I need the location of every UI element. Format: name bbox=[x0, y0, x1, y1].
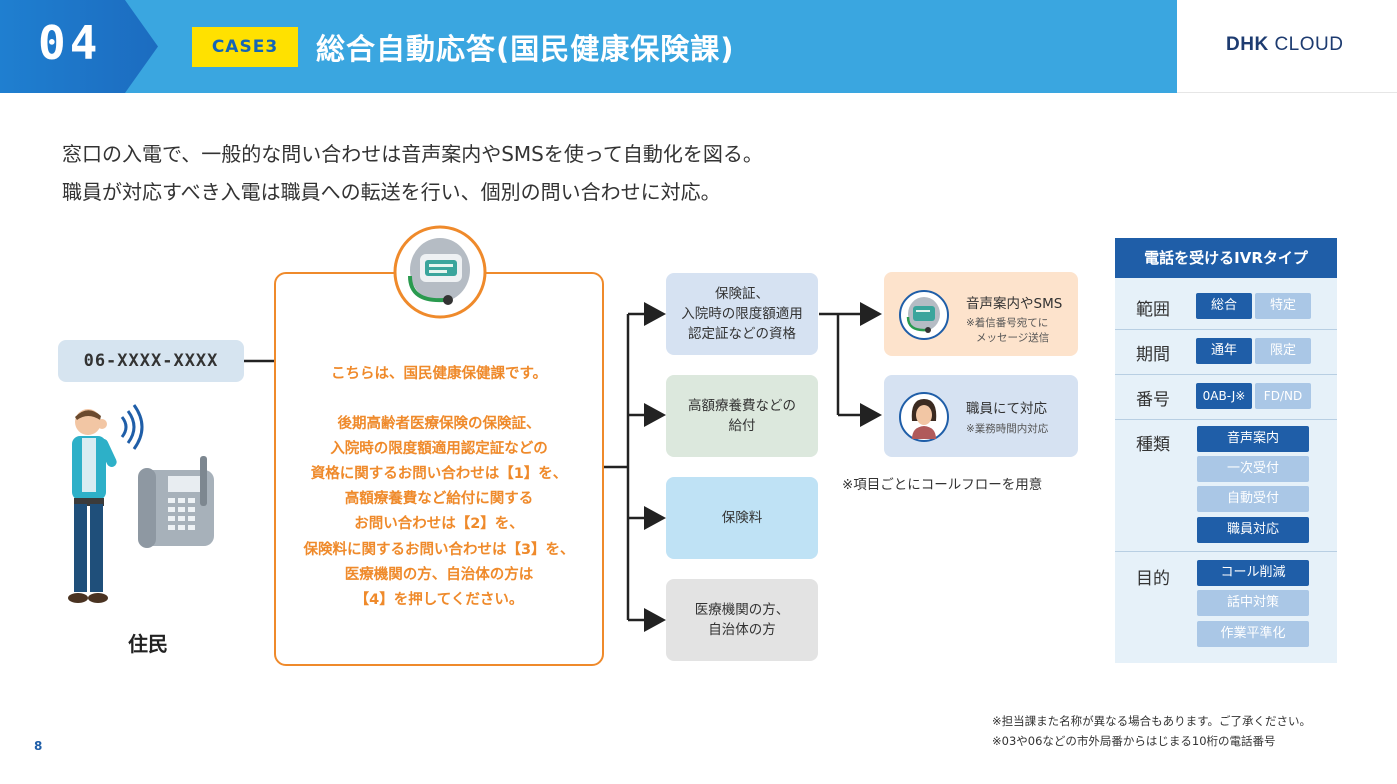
ivr-divider bbox=[1115, 374, 1337, 375]
page-number: 8 bbox=[34, 739, 43, 753]
guidance-line-9: 医療機関の方、自治体の方は bbox=[344, 567, 534, 583]
brand-logo: DHK CLOUD bbox=[1226, 34, 1344, 55]
ivr-chip-period-year: 通年 bbox=[1196, 338, 1252, 364]
guidance-line-7: お問い合わせは【2】を、 bbox=[354, 516, 524, 532]
result-voice-sms-label: 音声案内やSMS bbox=[966, 296, 1063, 312]
ivr-chip-type-auto: 自動受付 bbox=[1197, 486, 1309, 512]
guidance-line-6: 高額療養費など給付に関する bbox=[344, 491, 534, 507]
case-badge: CASE3 bbox=[192, 27, 298, 67]
resident-label: 住民 bbox=[128, 632, 168, 656]
menu-option-3: 保険料 bbox=[666, 477, 818, 559]
footnote-1: ※担当課また名称が異なる場合もあります。ご了承ください。 bbox=[992, 714, 1311, 728]
ivr-divider bbox=[1115, 329, 1337, 330]
result-voice-sms-note-2: メッセージ送信 bbox=[976, 332, 1050, 344]
ivr-chip-scope-general: 総合 bbox=[1196, 293, 1252, 319]
result-staff-label: 職員にて対応 bbox=[966, 401, 1047, 417]
ivr-chip-purpose-busy: 話中対策 bbox=[1197, 590, 1309, 616]
ivr-chip-purpose-level: 作業平準化 bbox=[1197, 621, 1309, 647]
robot-operator-icon bbox=[899, 290, 949, 340]
guidance-line-4: 入院時の限度額適用認定証などの bbox=[330, 441, 548, 457]
resident-caller-illustration bbox=[68, 404, 214, 603]
ivr-label-type: 種類 bbox=[1136, 435, 1170, 455]
ivr-label-number: 番号 bbox=[1136, 390, 1170, 410]
ivr-chip-type-voice: 音声案内 bbox=[1197, 426, 1309, 452]
ivr-divider bbox=[1115, 419, 1337, 420]
ivr-label-purpose: 目的 bbox=[1136, 569, 1170, 589]
ivr-chip-type-primary: 一次受付 bbox=[1197, 456, 1309, 482]
guidance-line-3: 後期高齢者医療保険の保険証、 bbox=[337, 416, 541, 432]
ivr-chip-number-fdnd: FD/ND bbox=[1255, 383, 1311, 409]
menu-option-2: 高額療養費などの給付 bbox=[666, 375, 818, 457]
header-divider bbox=[1177, 92, 1397, 93]
ivr-chip-purpose-reduce: コール削減 bbox=[1197, 560, 1309, 586]
menu-option-4: 医療機関の方、自治体の方 bbox=[666, 579, 818, 661]
call-flow-note: ※項目ごとにコールフローを用意 bbox=[842, 477, 1043, 493]
guidance-line-5: 資格に関するお問い合わせは【1】を、 bbox=[310, 466, 568, 482]
section-number-tab bbox=[0, 0, 158, 93]
caller-phone-number: 06-XXXX-XXXX bbox=[58, 340, 244, 382]
guidance-line-10: 【4】を押してください。 bbox=[354, 592, 524, 608]
footnote-2: ※03や06などの市外局番からはじまる10桁の電話番号 bbox=[992, 734, 1276, 748]
robot-operator-icon bbox=[393, 225, 487, 319]
guidance-line-1: こちらは、国民健康保健課です。 bbox=[330, 366, 548, 382]
page-title: 総合自動応答(国民健康保険課) bbox=[316, 32, 735, 66]
ivr-chip-period-limited: 限定 bbox=[1255, 338, 1311, 364]
guidance-line-8: 保険料に関するお問い合わせは【3】を、 bbox=[303, 542, 575, 558]
result-voice-sms-note-1: ※着信番号宛てに bbox=[966, 317, 1049, 329]
result-staff-note: ※業務時間内対応 bbox=[966, 423, 1049, 435]
ivr-divider bbox=[1115, 551, 1337, 552]
intro-line-2: 職員が対応すべき入電は職員への転送を行い、個別の問い合わせに対応。 bbox=[62, 180, 721, 204]
ivr-chip-scope-specific: 特定 bbox=[1255, 293, 1311, 319]
ivr-chip-number-0abj: 0AB-J※ bbox=[1196, 383, 1252, 409]
menu-option-1: 保険証、入院時の限度額適用認定証などの資格 bbox=[666, 273, 818, 355]
ivr-chip-type-staff: 職員対応 bbox=[1197, 517, 1309, 543]
section-number: 04 bbox=[38, 16, 102, 70]
ivr-type-panel-title: 電話を受けるIVRタイプ bbox=[1115, 238, 1337, 278]
staff-woman-icon bbox=[899, 392, 949, 442]
ivr-label-scope: 範囲 bbox=[1136, 300, 1170, 320]
ivr-label-period: 期間 bbox=[1136, 345, 1170, 365]
intro-line-1: 窓口の入電で、一般的な問い合わせは音声案内やSMSを使って自動化を図る。 bbox=[62, 142, 763, 166]
